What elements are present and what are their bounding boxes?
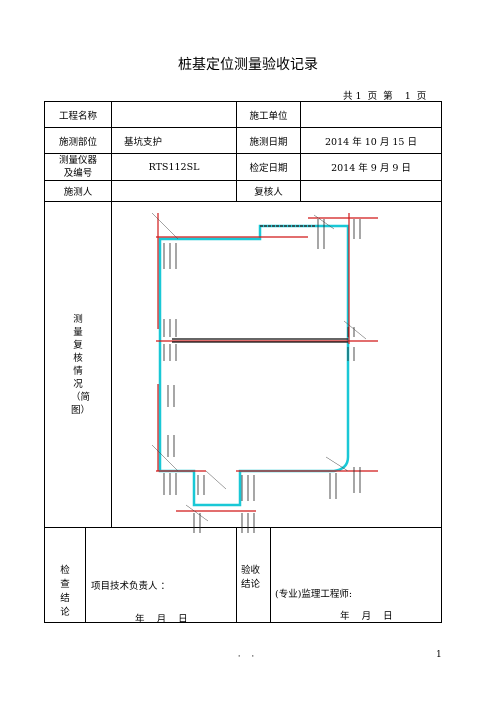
instrument-value: RTS112SL xyxy=(111,153,237,181)
calib-date-label: 检定日期 xyxy=(236,153,301,181)
reference-lines xyxy=(156,213,378,512)
pile-outline xyxy=(158,224,350,507)
accept-conclusion-cell: 验收结论 (专业)监理工程师: 年 月 日 xyxy=(236,527,442,623)
accept-label: 验收结论 xyxy=(241,565,261,590)
survey-markers xyxy=(163,219,361,533)
survey-date-label: 施测日期 xyxy=(236,127,301,154)
pile-layout-sketch xyxy=(151,212,378,533)
surveyor-value xyxy=(111,180,237,202)
page-counter: 共 1 页 第 1 页 xyxy=(343,91,427,102)
sketch-label-cell: 测量复核情况（简图） xyxy=(44,201,112,528)
footer-page-number: 1 xyxy=(436,650,442,660)
right-date: 年 月 日 xyxy=(340,611,393,622)
page-title: 桩基定位测量验收记录 xyxy=(178,57,318,73)
survey-date-value: 2014 年 10 月 15 日 xyxy=(300,127,442,154)
record-table: 工程名称 施工单位 施测部位 基坑支护 施测日期 2014 年 10 月 15 … xyxy=(44,101,442,625)
construction-unit-label: 施工单位 xyxy=(236,101,301,128)
leader-lines xyxy=(151,212,367,522)
footer-dots: · · xyxy=(237,652,259,662)
instrument-label: 测量仪器及编号 xyxy=(44,153,112,181)
supervisor-signature: (专业)监理工程师: xyxy=(275,589,353,600)
left-date: 年 月 日 xyxy=(135,614,188,625)
construction-unit-value xyxy=(300,101,442,128)
survey-part-value: 基坑支护 xyxy=(111,127,237,154)
divider-line xyxy=(172,225,348,343)
surveyor-label: 施测人 xyxy=(44,180,112,202)
sketch-cell xyxy=(111,201,442,528)
tech-lead-signature: 项目技术负责人 ： xyxy=(91,581,171,592)
project-name-label: 工程名称 xyxy=(44,101,112,128)
calib-date-value: 2014 年 9 月 9 日 xyxy=(300,153,442,181)
sketch-label: 测量复核情况（简图） xyxy=(71,313,91,416)
survey-part-label: 施测部位 xyxy=(44,127,112,154)
check-label: 检查结论 xyxy=(60,565,70,618)
reviewer-label: 复核人 xyxy=(236,180,301,202)
check-conclusion-cell: 检查结论 项目技术负责人 ： 年 月 日 xyxy=(44,527,237,625)
project-name-value xyxy=(111,101,237,128)
reviewer-value xyxy=(300,180,442,202)
